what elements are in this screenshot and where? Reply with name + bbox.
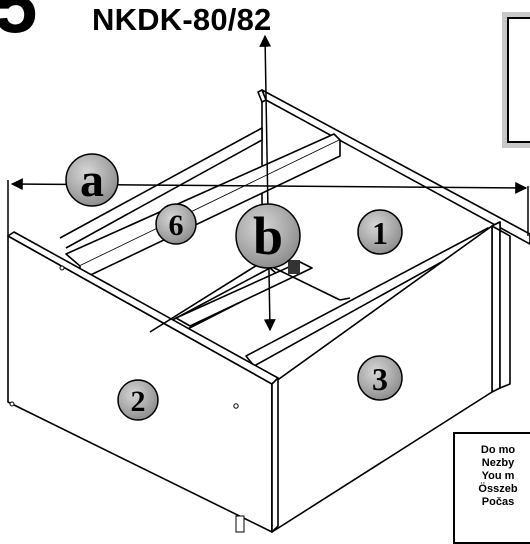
part-2-label: 2 <box>131 385 146 418</box>
info-box <box>502 12 530 148</box>
note-box: Do mo Nezby You m Összeb Počas <box>453 432 530 544</box>
hole-mark <box>9 401 15 407</box>
info-box-frame <box>507 17 530 143</box>
foot-bracket <box>235 515 245 533</box>
bottom-slat-mid <box>175 261 313 327</box>
cam-fitting <box>288 260 300 274</box>
dimension-a-label: a <box>80 154 104 207</box>
part-3-bubble <box>357 355 403 401</box>
note-line: You m <box>481 470 515 482</box>
note-line: Počas <box>481 496 515 508</box>
part-6-bubble <box>155 203 197 245</box>
part-1-label: 1 <box>372 215 388 251</box>
dimension-a-bubble <box>65 153 119 207</box>
front-panel-edge <box>271 377 279 533</box>
hole-mark <box>59 265 65 271</box>
note-line: Nezby <box>481 457 515 469</box>
model-title: NKDK-80/82 <box>92 2 272 37</box>
hole-mark <box>233 403 239 409</box>
note-line: Összeb <box>478 483 518 495</box>
right-panel <box>491 221 501 393</box>
depth-arrow <box>259 34 276 332</box>
part-3-label: 3 <box>372 361 388 397</box>
dimension-b-bubble <box>235 203 301 269</box>
note-line: Do mo <box>480 444 516 456</box>
step-number: 5 <box>0 0 38 49</box>
part-1-bubble <box>357 209 403 255</box>
dimension-b-label: b <box>253 206 283 266</box>
part-2-bubble <box>117 379 159 421</box>
part-6-label: 6 <box>169 209 184 242</box>
